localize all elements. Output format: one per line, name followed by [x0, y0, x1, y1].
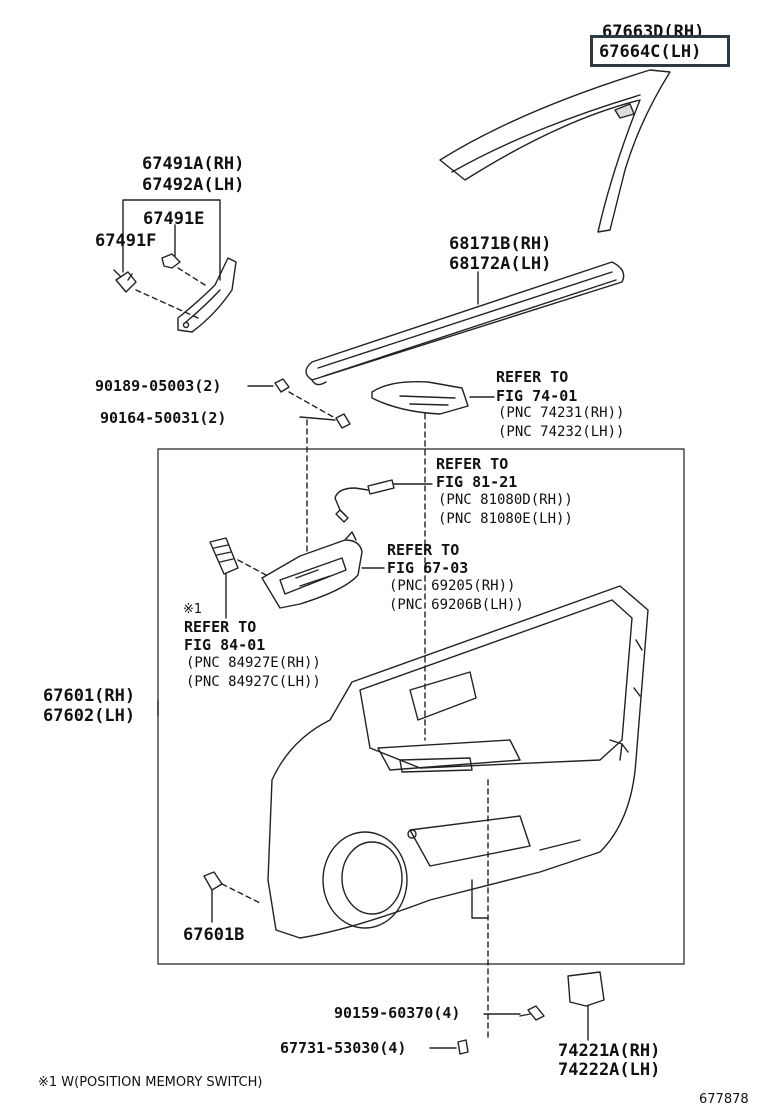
bottom-clip-drawing	[457, 1039, 469, 1055]
screw-a-drawing	[274, 378, 290, 393]
ref1-pnc-lh: (PNC 74232(LH))	[498, 424, 625, 440]
leaders-bottom	[429, 1013, 521, 1049]
ref4-pnc-rh: (PNC 84927E(RH))	[186, 655, 321, 671]
inside-handle-drawing	[261, 531, 363, 609]
dash-memory-switch	[237, 559, 269, 577]
door-trim-panel-drawing	[267, 585, 649, 939]
ref4-line2: FIG 84-01	[184, 636, 266, 654]
part-weatherstrip-lh: 68172A(LH)	[449, 254, 552, 274]
screw-b-drawing	[335, 413, 351, 429]
ref4-pnc-lh: (PNC 84927C(LH))	[186, 674, 321, 690]
clip-e-drawing	[161, 253, 181, 269]
part-screw-c: 90159-60370(4)	[334, 1004, 461, 1022]
panel-frame-box	[157, 448, 685, 965]
part-clip-e: 67491E	[143, 209, 205, 229]
part-reflector-rh: 74221A(RH)	[558, 1041, 661, 1061]
part-reflector-lh: 74222A(LH)	[558, 1060, 661, 1080]
window-switch-drawing	[371, 381, 469, 415]
ref4-line1: REFER TO	[184, 618, 257, 636]
part-weatherstrip-rh: 68171B(RH)	[449, 234, 552, 254]
footnote: ※1 W(POSITION MEMORY SWITCH)	[38, 1075, 263, 1090]
harness-drawing	[334, 479, 395, 523]
ref3-line2: FIG 67-03	[387, 559, 469, 577]
ref2-pnc-rh: (PNC 81080D(RH))	[438, 492, 573, 508]
clip-f-drawing	[113, 269, 137, 293]
bottom-screw-drawing	[519, 1005, 545, 1021]
ref4-mark: ※1	[183, 602, 203, 617]
figure-id: 677878	[699, 1092, 749, 1107]
ref3-line1: REFER TO	[387, 541, 460, 559]
part-clip-f: 67491F	[95, 231, 157, 251]
part-clip-bottom: 67731-53030(4)	[280, 1039, 407, 1057]
dash-panel-clip	[221, 883, 263, 905]
dash-top-trim	[135, 267, 206, 319]
leaders-screws	[247, 385, 336, 421]
panel-clip-drawing	[203, 871, 223, 891]
part-screw-a: 90189-05003(2)	[95, 377, 222, 395]
part-mirror-trim-lh: 67664C(LH)	[599, 42, 702, 62]
part-top-trim-rh: 67491A(RH)	[142, 154, 245, 174]
ref1-line2: FIG 74-01	[496, 387, 578, 405]
ref1-line1: REFER TO	[496, 368, 569, 386]
ref2-line1: REFER TO	[436, 455, 509, 473]
mirror-trim-drawing	[439, 69, 671, 233]
ref2-line2: FIG 81-21	[436, 473, 518, 491]
ref2-pnc-lh: (PNC 81080E(LH))	[438, 511, 573, 527]
part-panel-lh: 67602(LH)	[43, 706, 136, 726]
memory-switch-drawing	[209, 537, 239, 575]
ref1-pnc-rh: (PNC 74231(RH))	[498, 405, 625, 421]
leader-top-trim	[122, 199, 221, 281]
top-trim-drawing	[177, 257, 237, 333]
reflector-drawing	[567, 971, 605, 1007]
highlight-box: 67664C(LH)	[590, 35, 730, 67]
part-screw-b: 90164-50031(2)	[100, 409, 227, 427]
part-panel-clip: 67601B	[183, 925, 245, 945]
weatherstrip-drawing	[305, 261, 625, 386]
ref3-pnc-lh: (PNC 69206B(LH))	[389, 597, 524, 613]
ref3-pnc-rh: (PNC 69205(RH))	[389, 578, 516, 594]
part-panel-rh: 67601(RH)	[43, 686, 136, 706]
part-top-trim-lh: 67492A(LH)	[142, 175, 245, 195]
dash-screws	[288, 391, 336, 556]
leader-clip-box	[471, 879, 489, 919]
